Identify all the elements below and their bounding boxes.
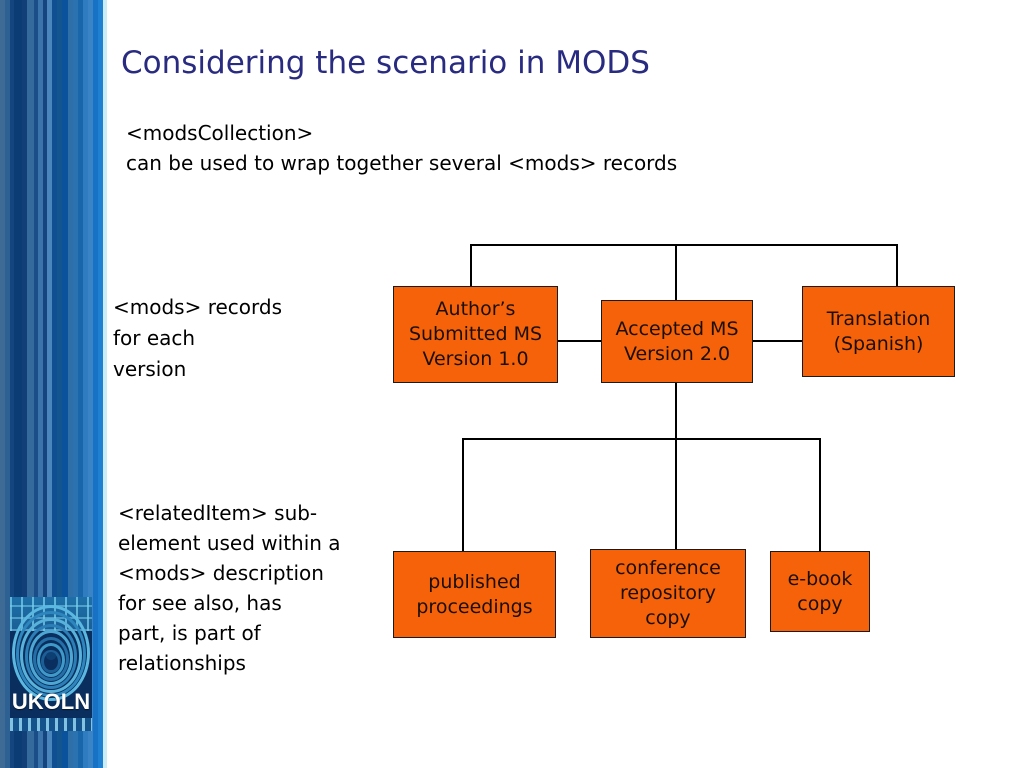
sidebar-stripe-13 bbox=[68, 0, 73, 768]
connector-top-mid-drop bbox=[675, 244, 677, 301]
sidebar-stripe-6 bbox=[34, 0, 38, 768]
sidebar-stripe-12 bbox=[62, 0, 68, 768]
logo-spiral-ring-7 bbox=[41, 649, 61, 674]
node-accepted-ms[interactable]: Accepted MS Version 2.0 bbox=[601, 300, 753, 383]
slide-title: Considering the scenario in MODS bbox=[121, 45, 650, 81]
node-ebook-copy[interactable]: e-book copy bbox=[770, 551, 870, 632]
sidebar-stripe-18 bbox=[93, 0, 98, 768]
connector-bottom-left-drop bbox=[462, 438, 464, 552]
logo-spiral-ring-1 bbox=[16, 611, 86, 698]
connector-top-left-drop bbox=[470, 244, 472, 287]
connector-bottom-mid-drop bbox=[675, 438, 677, 550]
node-translation-spanish[interactable]: Translation (Spanish) bbox=[802, 286, 955, 377]
node-published-proceedings[interactable]: published proceedings bbox=[393, 551, 556, 638]
sidebar-stripe-4 bbox=[22, 0, 27, 768]
ukoln-logo: UKOLN bbox=[10, 597, 92, 731]
node-conference-repository-copy[interactable]: conference repository copy bbox=[590, 549, 746, 638]
logo-spiral-ring-5 bbox=[32, 636, 70, 682]
logo-spiral-ring-0 bbox=[12, 605, 90, 701]
relateditem-note: <relatedItem> sub- element used within a… bbox=[118, 501, 341, 675]
connector-bottom-bar bbox=[462, 438, 821, 440]
connector-accepted-to-translation bbox=[752, 340, 803, 342]
logo-wordmark: UKOLN bbox=[11, 689, 91, 714]
modscollection-note: <modsCollection> can be used to wrap tog… bbox=[126, 121, 678, 175]
logo-spiral-core bbox=[46, 652, 56, 660]
connector-top-bar bbox=[470, 244, 898, 246]
sidebar-stripe-15 bbox=[78, 0, 83, 768]
sidebar-stripe-9 bbox=[47, 0, 52, 768]
logo-spiral-ring-2 bbox=[20, 617, 82, 694]
mods-records-note: <mods> records for each version bbox=[113, 295, 283, 381]
connector-top-right-drop bbox=[896, 244, 898, 287]
sidebar-stripe-11 bbox=[57, 0, 62, 768]
sidebar-stripe-1 bbox=[5, 0, 10, 768]
sidebar-stripe-8 bbox=[43, 0, 47, 768]
sidebar-stripe-10 bbox=[52, 0, 57, 768]
sidebar-stripe-7 bbox=[38, 0, 43, 768]
logo-grid-bottom-decoration bbox=[10, 718, 92, 731]
sidebar-stripe-0 bbox=[0, 0, 5, 768]
sidebar-stripe-3 bbox=[14, 0, 22, 768]
sidebar-stripe-20 bbox=[103, 0, 107, 768]
sidebar-stripe-16 bbox=[83, 0, 88, 768]
logo-spiral-ring-3 bbox=[24, 624, 78, 690]
logo-spiral-ring-4 bbox=[28, 630, 74, 686]
sidebar-stripe-14 bbox=[73, 0, 78, 768]
logo-spiral-icon bbox=[12, 605, 90, 701]
slide-decorative-sidebar bbox=[0, 0, 107, 768]
sidebar-stripe-17 bbox=[88, 0, 93, 768]
connector-author-to-accepted bbox=[557, 340, 602, 342]
sidebar-stripe-19 bbox=[98, 0, 103, 768]
logo-spiral-ring-6 bbox=[37, 643, 65, 678]
sidebar-stripe-2 bbox=[10, 0, 14, 768]
connector-bottom-right-drop bbox=[819, 438, 821, 552]
sidebar-stripe-5 bbox=[27, 0, 34, 768]
node-authors-submitted-ms[interactable]: Author’s Submitted MS Version 1.0 bbox=[393, 286, 558, 383]
connector-accepted-down bbox=[675, 383, 677, 439]
